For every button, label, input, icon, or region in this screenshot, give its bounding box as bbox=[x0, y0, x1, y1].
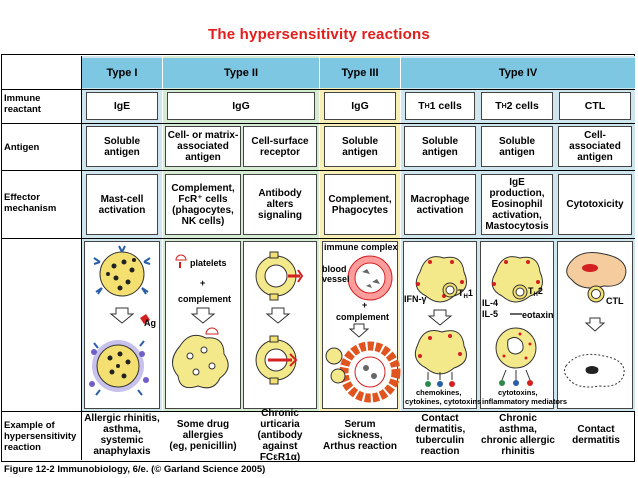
antigen-c3: Cell-surface receptor bbox=[243, 126, 317, 167]
antigen-c5: Soluble antigen bbox=[404, 126, 476, 167]
effector-c5: Macrophage activation bbox=[404, 174, 476, 235]
antigen-c1: Soluble antigen bbox=[86, 126, 158, 167]
example-c1: Allergic rhinitis, asthma, systemic anap… bbox=[84, 413, 160, 457]
illustration-panel-c3 bbox=[243, 241, 317, 409]
reactant-type2: IgG bbox=[167, 92, 315, 120]
row-label-effector: Effector mechanism bbox=[4, 192, 57, 214]
example-c2: Some drug allergies (eg, penicillin) bbox=[169, 418, 237, 452]
header-type1: Type I bbox=[82, 58, 162, 88]
antigen-c4: Soluble antigen bbox=[324, 126, 396, 167]
figure-caption: Figure 12-2 Immunobiology, 6/e. (© Garla… bbox=[4, 464, 266, 475]
row-divider bbox=[1, 238, 635, 239]
example-c7: Contact dermatitis bbox=[572, 424, 620, 446]
row-divider bbox=[1, 170, 635, 171]
example-c6: Chronic asthma, chronic allergic rhiniti… bbox=[481, 413, 555, 457]
th2-label: T bbox=[495, 99, 502, 112]
illustration-panel-c4 bbox=[322, 241, 398, 409]
effector-c2: Complement, FcR⁺ cells (phagocytes, NK c… bbox=[165, 174, 241, 235]
row-label-antigen: Antigen bbox=[4, 142, 40, 153]
effector-c6: IgE production, Eosinophil activation, M… bbox=[481, 174, 553, 235]
antigen-c7: Cell-associated antigen bbox=[558, 126, 632, 167]
antigen-c2: Cell- or matrix- associated antigen bbox=[165, 126, 241, 167]
th1-label: T bbox=[418, 99, 425, 112]
th2-rest: 2 cells bbox=[506, 99, 539, 112]
example-c5: Contact dermatitis, tuberculin reaction bbox=[414, 413, 466, 457]
reactant-type1: IgE bbox=[86, 92, 158, 120]
header-type2: Type II bbox=[163, 58, 319, 88]
effector-c1: Mast-cell activation bbox=[86, 174, 158, 235]
page-title: The hypersensitivity reactions bbox=[208, 26, 430, 43]
illustration-panel-c6 bbox=[480, 241, 554, 409]
th1-sub: H bbox=[424, 102, 430, 110]
label-column-divider bbox=[81, 56, 82, 460]
reactant-type3: IgG bbox=[324, 92, 396, 120]
header-type4: Type IV bbox=[401, 58, 635, 88]
effector-c7: Cytotoxicity bbox=[558, 174, 632, 235]
th2-sub: H bbox=[501, 102, 507, 110]
row-divider bbox=[1, 89, 635, 90]
antigen-c6: Soluble antigen bbox=[481, 126, 553, 167]
row-divider bbox=[1, 123, 635, 124]
illustration-panel-c5 bbox=[403, 241, 477, 409]
header-type3: Type III bbox=[320, 58, 400, 88]
illustration-panel-c1 bbox=[84, 241, 160, 409]
row-divider bbox=[1, 411, 635, 412]
row-label-immune-reactant: Immune reactant bbox=[4, 93, 41, 115]
effector-c3: Antibody alters signaling bbox=[243, 174, 317, 235]
illustration-panel-c7 bbox=[557, 241, 633, 409]
row-label-example: Example of hypersensitivity reaction bbox=[4, 420, 77, 453]
effector-c4: Complement, Phagocytes bbox=[324, 174, 396, 235]
example-c3: Chronic urticaria (antibody against FCεR… bbox=[257, 408, 303, 463]
reactant-ctl: CTL bbox=[559, 92, 631, 120]
th1-rest: 1 cells bbox=[429, 99, 462, 112]
example-c4: Serum sickness, Arthus reaction bbox=[323, 418, 397, 452]
illustration-panel-c2 bbox=[165, 241, 241, 409]
